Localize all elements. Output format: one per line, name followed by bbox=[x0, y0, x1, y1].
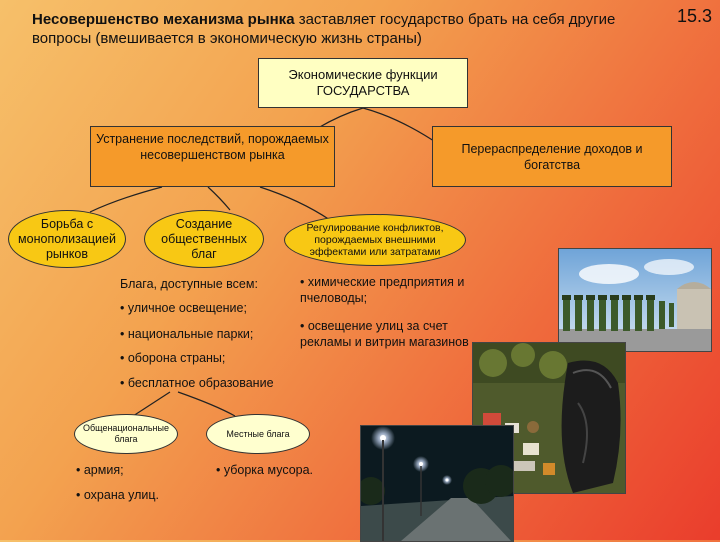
conflicts-ellipse: Регулирование конфликтов, порождаемых вн… bbox=[284, 214, 466, 266]
street-lighting-photo bbox=[360, 425, 514, 542]
national-example: • охрана улиц. bbox=[76, 487, 159, 503]
national-example: • армия; bbox=[76, 462, 124, 478]
slide-title: Несовершенство механизма рынка заставляе… bbox=[32, 10, 662, 48]
connector-main-elimination bbox=[318, 108, 363, 128]
public-goods-label: Создание общественных благ bbox=[145, 217, 263, 262]
slide-number: 15.3 bbox=[677, 6, 712, 27]
public-goods-item: • уличное освещение; bbox=[120, 300, 247, 316]
local-goods-ellipse: Местные блага bbox=[206, 414, 310, 454]
local-example: • уборка мусора. bbox=[216, 462, 313, 478]
redistribution-box: Перераспределение доходов и богатства bbox=[432, 126, 672, 187]
conflict-example: • химические предприятия и пчеловоды; bbox=[300, 274, 500, 306]
state-functions-box: Экономические функции ГОСУДАРСТВА bbox=[258, 58, 468, 108]
monopoly-label: Борьба с монополизацией рынков bbox=[9, 217, 125, 262]
public-goods-item: • оборона страны; bbox=[120, 350, 225, 366]
conflict-example: • освещение улиц за счет рекламы и витри… bbox=[300, 318, 500, 350]
connector-elimination-monopoly bbox=[90, 187, 162, 212]
connector-elimination-public bbox=[208, 187, 230, 210]
national-goods-ellipse: Общенациональные блага bbox=[74, 414, 178, 454]
street-lighting-illustration bbox=[361, 426, 513, 541]
connector-main-redistribution bbox=[363, 108, 440, 145]
monopoly-ellipse: Борьба с монополизацией рынков bbox=[8, 210, 126, 268]
title-bold: Несовершенство механизма рынка bbox=[32, 11, 295, 28]
elimination-label: Устранение последствий, порождаемых несо… bbox=[91, 131, 334, 163]
public-goods-heading: Блага, доступные всем: bbox=[120, 276, 258, 292]
connector-list-local bbox=[178, 392, 235, 416]
national-goods-label: Общенациональные блага bbox=[75, 423, 177, 445]
public-goods-ellipse: Создание общественных благ bbox=[144, 210, 264, 268]
military-parade-illustration bbox=[559, 249, 711, 351]
local-goods-label: Местные блага bbox=[208, 429, 307, 440]
state-functions-label: Экономические функции ГОСУДАРСТВА bbox=[259, 67, 467, 99]
redistribution-label: Перераспределение доходов и богатства bbox=[433, 141, 671, 173]
conflicts-label: Регулирование конфликтов, порождаемых вн… bbox=[285, 222, 465, 258]
public-goods-item: • национальные парки; bbox=[120, 326, 253, 342]
military-parade-photo bbox=[558, 248, 712, 352]
elimination-box: Устранение последствий, порождаемых несо… bbox=[90, 126, 335, 187]
connector-elimination-conflicts bbox=[260, 187, 330, 220]
public-goods-item: • бесплатное образование bbox=[120, 375, 274, 391]
